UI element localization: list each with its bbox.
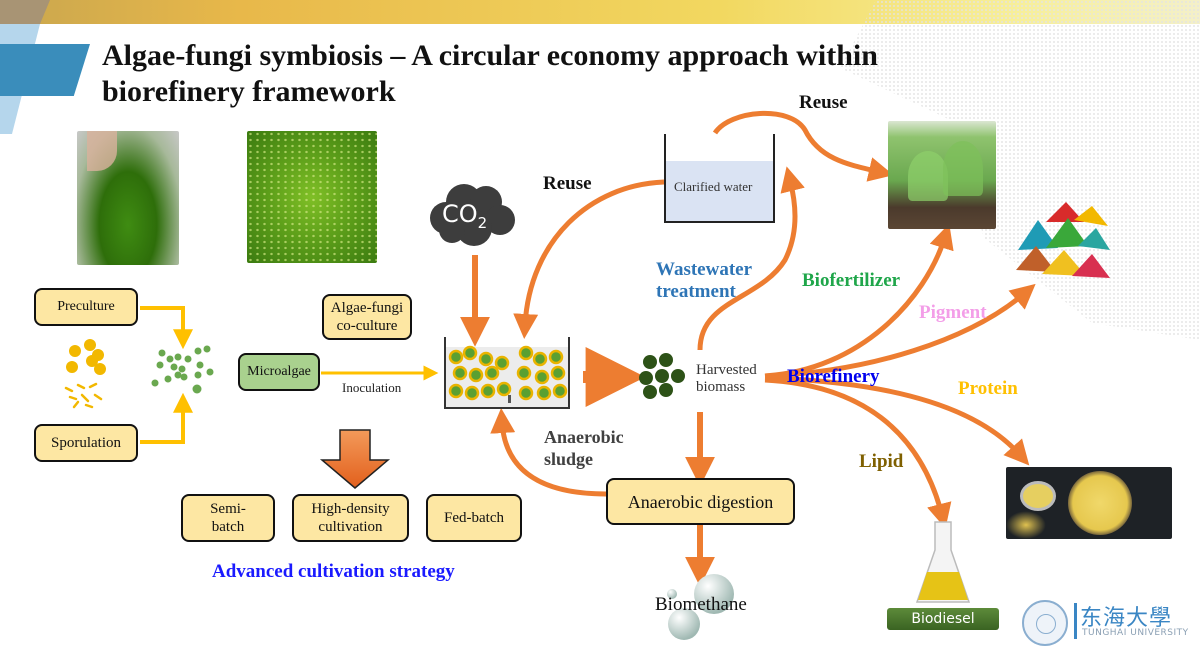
high-density-line-1: High-density [311, 501, 390, 517]
semi-batch-box: Semi-batch [181, 494, 275, 542]
high-density-line-2: cultivation [318, 519, 383, 535]
wastewater-treatment-label: Wastewater treatment [656, 259, 752, 303]
biorefinery-label: Biorefinery [787, 366, 880, 387]
coculture-line-2: co-culture [336, 318, 398, 334]
algae-pellets-photo [247, 131, 377, 263]
biofertilizer-label: Biofertilizer [802, 270, 901, 291]
flask-photo [77, 131, 179, 265]
microalgae-box: Microalgae [238, 353, 320, 391]
harvested-biomass-icon [639, 353, 685, 399]
harvested-biomass-label: Harvested biomass [696, 362, 757, 396]
reuse-label-left: Reuse [543, 173, 592, 194]
spores-illustration [64, 339, 214, 409]
biodiesel-label: Biodiesel [911, 611, 975, 627]
university-name-chinese: 东海大學 [1080, 606, 1173, 631]
arrow-reuse-left [513, 179, 665, 339]
semi-batch-line-1: Semi- [210, 501, 246, 517]
harvested-line-1: Harvested [696, 362, 757, 378]
biomethane-bubbles-icon [667, 574, 734, 640]
semi-batch-line-2: batch [211, 519, 245, 535]
high-density-box: High-density cultivation [292, 494, 409, 542]
biodiesel-badge: Biodiesel [887, 608, 999, 630]
pigment-powders-photo [1016, 200, 1110, 280]
anaerobic-sludge-line-1: Anaerobic [544, 427, 624, 447]
sporulation-label: Sporulation [51, 435, 121, 451]
blue-title-flag [0, 44, 90, 96]
coculture-line-1: Algae-fungi [330, 300, 404, 316]
fed-batch-label: Fed-batch [444, 510, 504, 526]
biodiesel-flask-icon [915, 521, 971, 603]
anaerobic-sludge-label: Anaerobic sludge [544, 426, 624, 470]
inoculation-label: Inoculation [342, 380, 402, 395]
university-name-english: TUNGHAI UNIVERSITY [1082, 628, 1189, 638]
protein-label: Protein [958, 378, 1018, 399]
biomethane-label: Biomethane [655, 594, 747, 615]
arrow-strategy [319, 429, 391, 489]
clarified-water-label: Clarified water [674, 179, 753, 194]
lipid-label: Lipid [859, 451, 904, 472]
arrow-biofertilizer [764, 223, 954, 379]
reuse-label-top: Reuse [799, 92, 848, 113]
preculture-label: Preculture [57, 299, 115, 314]
co2-label: CO [442, 200, 478, 228]
pigment-label: Pigment [919, 302, 987, 323]
wastewater-line-2: treatment [656, 281, 736, 302]
coculture-pellets [448, 345, 568, 403]
preculture-box: Preculture [34, 288, 138, 326]
fed-batch-box: Fed-batch [426, 494, 522, 542]
microalgae-label: Microalgae [247, 364, 311, 379]
anaerobic-digestion-label: Anaerobic digestion [627, 491, 774, 512]
coculture-box: Algae-fungi co-culture [322, 294, 412, 340]
harvested-line-2: biomass [696, 379, 746, 395]
arrow-preculture [140, 306, 193, 350]
title-line-1: Algae-fungi symbiosis – A circular econo… [102, 39, 878, 72]
anaerobic-digestion-box: Anaerobic digestion [606, 478, 795, 525]
coculture-tank [444, 337, 570, 409]
co2-subscript: 2 [477, 213, 488, 232]
university-seal-icon [1022, 600, 1068, 646]
strategy-heading: Advanced cultivation strategy [212, 561, 455, 582]
wastewater-line-1: Wastewater [656, 259, 753, 280]
title-line-2: biorefinery framework [102, 75, 396, 108]
anaerobic-sludge-line-2: sludge [544, 449, 594, 469]
bok-choy-photo [888, 121, 996, 229]
co2-cloud-icon: CO2 [424, 180, 520, 248]
clarified-water-tank: Clarified water [664, 134, 775, 223]
sporulation-box: Sporulation [34, 424, 138, 462]
protein-powder-photo [1006, 467, 1172, 539]
slide-title: Algae-fungi symbiosis – A circular econo… [102, 38, 1042, 110]
logo-divider [1074, 603, 1077, 639]
